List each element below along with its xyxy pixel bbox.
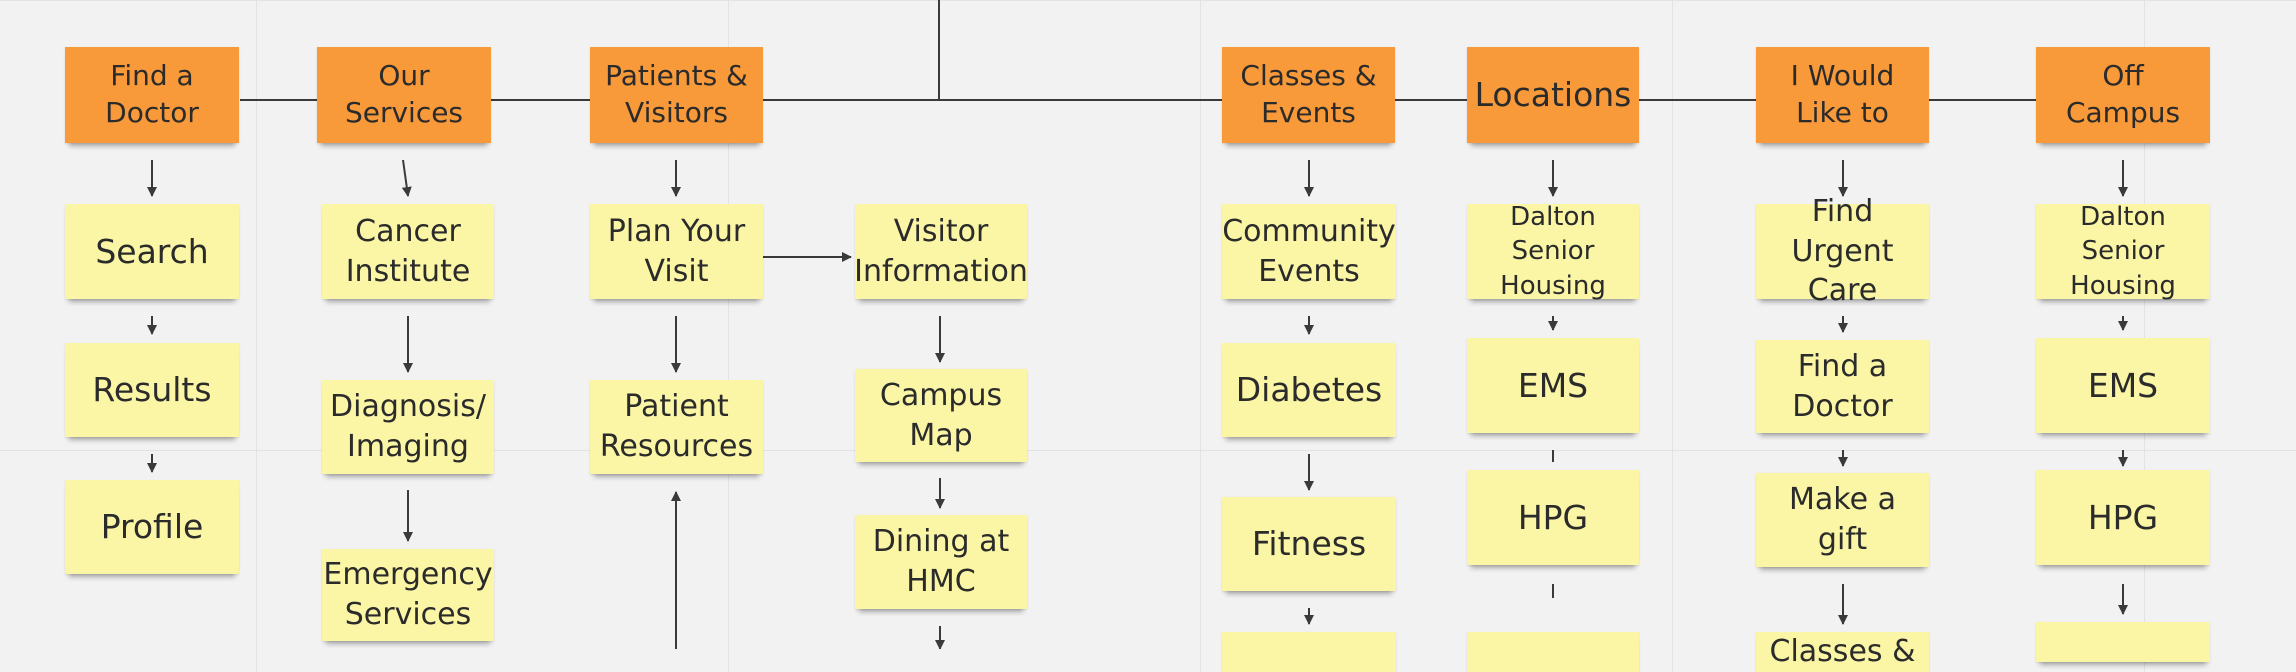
note-label: Our Services: [344, 59, 464, 129]
note-label: Community Events: [1222, 213, 1396, 289]
note-label: Fitness: [1251, 524, 1367, 564]
note-label: Find Urgent Care: [1791, 194, 1894, 309]
note-label: Profile: [100, 507, 204, 547]
note-label: Make a gift: [1789, 482, 1896, 557]
note-label: Diagnosis/ Imaging: [330, 389, 486, 464]
note-label: I Would Like to: [1790, 59, 1895, 129]
note-label: Dalton Senior Housing: [1500, 202, 1606, 301]
note-label: Classes & Events: [1240, 59, 1377, 129]
note-label: Patient Resources: [599, 389, 754, 464]
note-dalton-senior-housing[interactable]: Dalton Senior Housing: [1467, 202, 1639, 301]
note-hpg[interactable]: HPG: [1467, 470, 1639, 565]
note-label: EMS: [1517, 365, 1589, 405]
top-note-patients-visitors[interactable]: Patients & Visitors: [590, 47, 763, 143]
note-find-a-doctor[interactable]: Find a Doctor: [1756, 340, 1929, 433]
note-label: HPG: [2087, 497, 2159, 537]
note-dining-at-hmc[interactable]: Dining at HMC: [855, 515, 1027, 609]
note-diabetes[interactable]: Diabetes: [1222, 343, 1396, 437]
note-diagnosis-imaging[interactable]: Diagnosis/ Imaging: [322, 380, 494, 474]
note-profile[interactable]: Profile: [65, 480, 239, 574]
note-off-campus-dalton-senior-housing[interactable]: Dalton Senior Housing: [2036, 202, 2210, 301]
note-off-campus-next[interactable]: [2036, 622, 2210, 662]
note-locations-next[interactable]: [1467, 632, 1639, 672]
note-label: HPG: [1517, 497, 1589, 537]
arrow: [401, 159, 412, 197]
note-off-campus-hpg[interactable]: HPG: [2036, 470, 2210, 565]
note-find-urgent-care[interactable]: Find Urgent Care: [1756, 194, 1929, 308]
note-label: Dining at HMC: [872, 524, 1010, 599]
note-label: Search: [95, 231, 209, 271]
top-note-locations[interactable]: Locations: [1467, 47, 1639, 143]
note-emergency-services[interactable]: Emergency Services: [322, 549, 494, 641]
note-cancer-institute[interactable]: Cancer Institute: [322, 204, 494, 299]
note-label: Cancer Institute: [345, 213, 471, 289]
note-label: Find a Doctor: [1792, 348, 1893, 424]
note-campus-map[interactable]: Campus Map: [855, 369, 1027, 462]
note-fitness[interactable]: Fitness: [1222, 497, 1396, 591]
note-label: Plan Your Visit: [607, 213, 746, 289]
top-note-our-services[interactable]: Our Services: [317, 47, 491, 143]
note-community-events[interactable]: Community Events: [1222, 204, 1396, 299]
note-ems[interactable]: EMS: [1467, 338, 1639, 433]
top-note-i-would-like-to[interactable]: I Would Like to: [1756, 47, 1929, 143]
note-classes-and[interactable]: Classes &: [1756, 632, 1929, 672]
note-patient-resources[interactable]: Patient Resources: [590, 380, 763, 474]
note-label: Locations: [1474, 75, 1632, 115]
top-note-classes-events[interactable]: Classes & Events: [1222, 47, 1395, 143]
note-label: EMS: [2087, 365, 2159, 405]
note-make-a-gift[interactable]: Make a gift: [1756, 473, 1929, 567]
note-label: Emergency Services: [323, 557, 493, 632]
note-label: Find a Doctor: [105, 59, 199, 129]
note-label: Campus Map: [879, 377, 1003, 453]
note-label: Dalton Senior Housing: [2070, 202, 2176, 301]
note-label: Visitor Information: [854, 213, 1028, 289]
note-label: Results: [92, 370, 212, 410]
note-off-campus-ems[interactable]: EMS: [2036, 338, 2210, 433]
note-visitor-information[interactable]: Visitor Information: [854, 204, 1028, 299]
top-note-find-a-doctor[interactable]: Find a Doctor: [65, 47, 239, 143]
note-search[interactable]: Search: [65, 204, 239, 299]
note-label: Classes &: [1769, 634, 1916, 669]
note-label: Off Campus: [2065, 59, 2181, 129]
note-label: Patients & Visitors: [605, 59, 748, 129]
note-classes-events-next[interactable]: [1222, 632, 1396, 672]
note-plan-your-visit[interactable]: Plan Your Visit: [590, 204, 763, 299]
connector-lines: [147, 0, 2128, 649]
top-note-off-campus[interactable]: Off Campus: [2036, 47, 2210, 143]
note-label: Diabetes: [1235, 370, 1383, 410]
note-results[interactable]: Results: [65, 343, 239, 437]
